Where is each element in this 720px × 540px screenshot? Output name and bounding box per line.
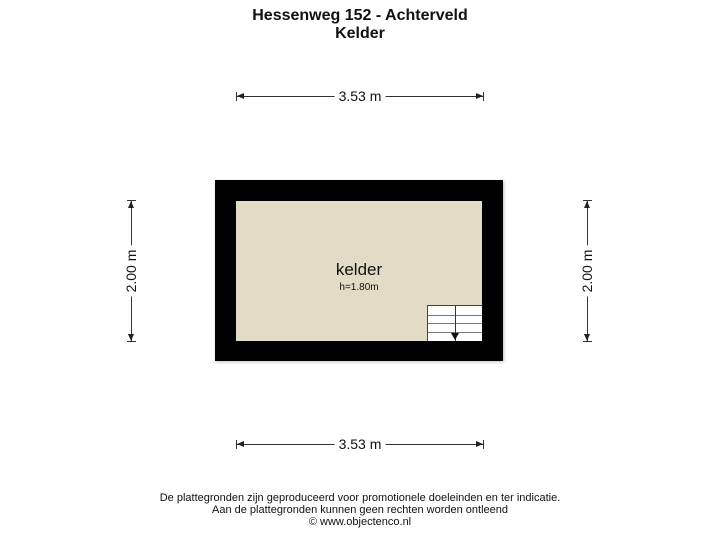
staircase — [427, 305, 482, 341]
arrow-left-icon — [237, 441, 244, 447]
disclaimer: De plattegronden zijn geproduceerd voor … — [0, 492, 720, 528]
dimension-cap — [483, 440, 484, 449]
dimension-cap — [236, 92, 237, 101]
disclaimer-line: Aan de plattegronden kunnen geen rechten… — [211, 504, 508, 516]
stair-direction-line — [455, 306, 456, 341]
arrow-up-icon — [128, 201, 134, 208]
dimension-top: 3.53 m — [236, 87, 484, 105]
dimension-right: 2.00 m — [578, 200, 596, 342]
plan-title: Hessenweg 152 - Achterveld — [252, 7, 468, 24]
arrow-right-icon — [476, 93, 483, 99]
arrow-down-icon — [584, 334, 590, 341]
arrow-down-icon — [128, 334, 134, 341]
dimension-label: 2.00 m — [122, 245, 140, 297]
disclaimer-line: De plattegronden zijn geproduceerd voor … — [159, 492, 561, 504]
dimension-cap — [236, 440, 237, 449]
dimension-label: 2.00 m — [578, 245, 596, 297]
dimension-cap — [583, 200, 592, 201]
dimension-cap — [127, 200, 136, 201]
room-height: h=1.80m — [339, 282, 379, 293]
dimension-bottom: 3.53 m — [236, 435, 484, 453]
dimension-cap — [583, 341, 592, 342]
arrow-right-icon — [476, 441, 483, 447]
dimension-label: 3.53 m — [334, 435, 386, 453]
copyright: © www.objectenco.nl — [308, 516, 412, 528]
floor-level-title: Kelder — [335, 25, 385, 42]
room-name: kelder — [335, 260, 383, 279]
stair-down-arrow-icon — [451, 333, 459, 340]
arrow-up-icon — [584, 201, 590, 208]
dimension-cap — [483, 92, 484, 101]
dimension-label: 3.53 m — [334, 87, 386, 105]
dimension-cap — [127, 341, 136, 342]
arrow-left-icon — [237, 93, 244, 99]
dimension-left: 2.00 m — [122, 200, 140, 342]
